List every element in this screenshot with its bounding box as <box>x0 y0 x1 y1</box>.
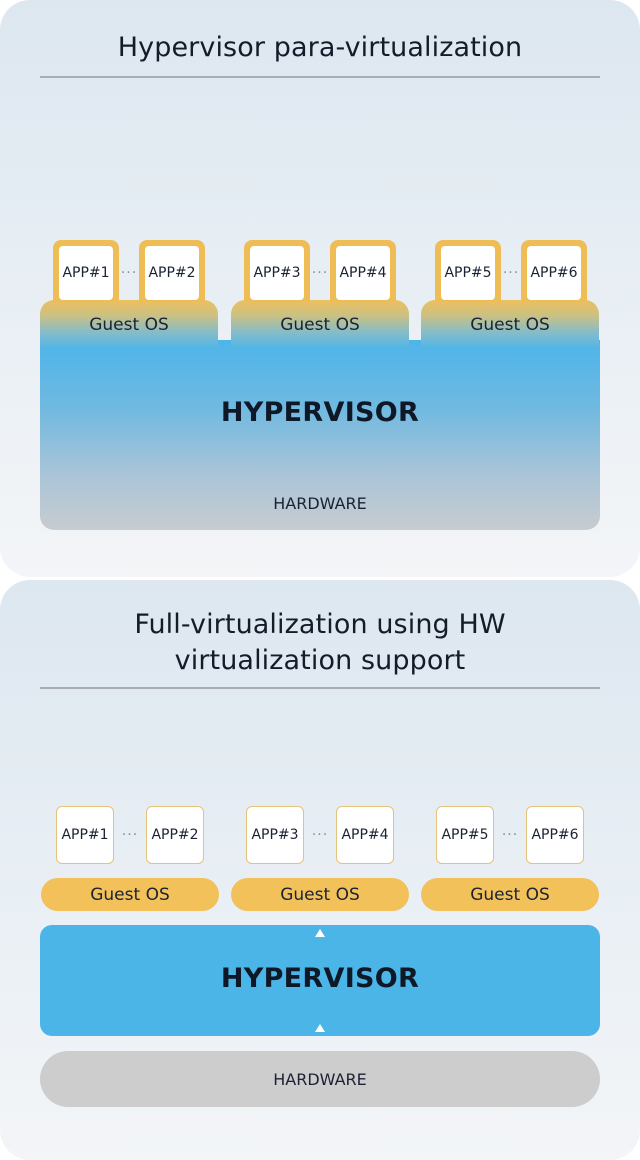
ellipsis-dots: ··· <box>311 265 329 281</box>
panel1-app-box: APP#6 <box>521 240 587 302</box>
app-label: APP#1 <box>59 246 113 300</box>
app-label: APP#5 <box>441 246 495 300</box>
up-arrow-icon <box>315 929 325 937</box>
panel1-guest-os-3: Guest OS <box>421 300 599 350</box>
panel2-title-line1: Full-virtualization using HW <box>134 609 506 640</box>
panel1-guest-os-1: Guest OS <box>40 300 218 350</box>
panel2-guest-os-1: Guest OS <box>41 878 219 911</box>
ellipsis-dots: ··· <box>501 827 519 843</box>
ellipsis-dots: ··· <box>120 265 138 281</box>
ellipsis-dots: ··· <box>311 827 329 843</box>
panel1-title: Hypervisor para-virtualization <box>117 32 523 63</box>
panel2-app-box: APP#1 <box>56 806 114 864</box>
app-label: APP#2 <box>145 246 199 300</box>
panel1-app-box: APP#1 <box>53 240 119 302</box>
app-label: APP#4 <box>336 246 390 300</box>
panel2-app-box: APP#5 <box>436 806 494 864</box>
guest-os-label: Guest OS <box>89 315 169 335</box>
panel1-app-box: APP#2 <box>139 240 205 302</box>
panel1-app-box: APP#4 <box>330 240 396 302</box>
app-label: APP#6 <box>527 246 581 300</box>
panel2-guest-os-2: Guest OS <box>231 878 409 911</box>
panel2-app-box: APP#4 <box>336 806 394 864</box>
panel1-app-box: APP#3 <box>244 240 310 302</box>
panel1-hypervisor-hardware-block <box>40 340 600 530</box>
panel1-guest-os-2: Guest OS <box>231 300 409 350</box>
panel2-app-box: APP#2 <box>146 806 204 864</box>
panel2-guest-os-3: Guest OS <box>421 878 599 911</box>
app-label: APP#3 <box>250 246 304 300</box>
panel1-title-divider <box>40 76 600 78</box>
panel2-hypervisor-block <box>40 925 600 1036</box>
panel1-hardware-label: HARDWARE <box>273 494 367 513</box>
panel1-app-box: APP#5 <box>435 240 501 302</box>
panel2-app-box: APP#3 <box>246 806 304 864</box>
panel2-hypervisor-label: HYPERVISOR <box>220 963 420 994</box>
ellipsis-dots: ··· <box>121 827 139 843</box>
panel1-hypervisor-label: HYPERVISOR <box>220 397 420 428</box>
up-arrow-icon <box>315 1024 325 1032</box>
panel2-title-divider <box>40 687 600 689</box>
panel2-title-line2: virtualization support <box>174 645 466 676</box>
ellipsis-dots: ··· <box>502 265 520 281</box>
guest-os-label: Guest OS <box>470 315 550 335</box>
guest-os-label: Guest OS <box>280 315 360 335</box>
panel2-hardware-block: HARDWARE <box>40 1051 600 1107</box>
panel2-app-box: APP#6 <box>526 806 584 864</box>
